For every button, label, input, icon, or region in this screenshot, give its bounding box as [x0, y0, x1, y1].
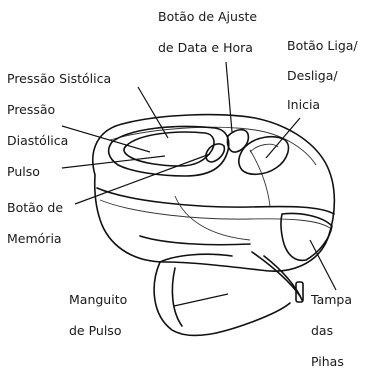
leader-cuff — [173, 293, 229, 307]
label-battery-line3: Pihas — [311, 354, 344, 369]
label-memory-line2: Memória — [7, 231, 62, 246]
label-date-time-line2: de Data e Hora — [158, 40, 253, 55]
leader-pulse — [61, 155, 166, 169]
label-cuff-line2: de Pulso — [69, 323, 121, 338]
label-systolic: Pressão Sistólica — [7, 71, 111, 86]
leader-memory — [74, 153, 211, 205]
leader-date-time — [225, 61, 233, 133]
label-memory-line1: Botão de — [7, 200, 63, 215]
leader-power — [265, 117, 301, 159]
label-power-line2: Desliga/ — [287, 68, 338, 83]
label-power-line1: Botão Liga/ — [287, 38, 358, 53]
label-power-line3: Inicia — [287, 97, 320, 112]
leader-battery — [309, 239, 337, 291]
leader-diastolic — [61, 125, 151, 153]
label-battery-line2: das — [311, 323, 333, 338]
label-diastolic-line2: Diastólica — [7, 133, 68, 148]
leader-systolic — [137, 86, 169, 139]
label-date-time-line1: Botão de Ajuste — [158, 9, 257, 24]
label-diastolic-line1: Pressão — [7, 102, 55, 117]
label-cuff-line1: Manguito — [69, 292, 127, 307]
label-pulse: Pulso — [7, 164, 40, 179]
wrist-cuff-illustration — [153, 251, 304, 337]
monitor-body-illustration — [92, 113, 336, 272]
leader-lines — [61, 61, 337, 307]
label-battery-line1: Tampa — [310, 292, 352, 307]
